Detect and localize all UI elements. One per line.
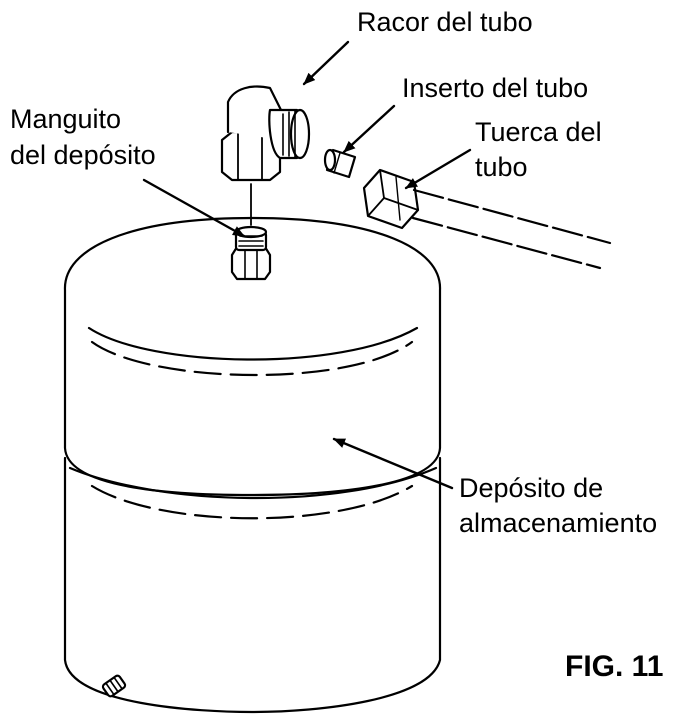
tank-sleeve-arrow	[142, 178, 246, 238]
tube-nut-arrow	[404, 148, 472, 190]
tube-hose	[411, 188, 612, 270]
tube-fitting-label: Racor del tubo	[357, 7, 533, 37]
tank-mid-seam-dashed	[90, 484, 414, 520]
tube-nut-label-line2: tubo	[475, 152, 528, 182]
tank-sleeve-label-line1: Manguito	[10, 104, 122, 134]
figure-number: FIG. 11	[565, 650, 664, 683]
tube-insert-label: Inserto del tubo	[402, 73, 589, 103]
tank-side-port	[101, 674, 127, 698]
tube-nut-label-line1: Tuerca del	[475, 117, 602, 147]
storage-tank-label-line2: almacenamiento	[459, 508, 658, 538]
tank-mid-seam	[68, 466, 438, 500]
leader-arrows	[142, 40, 472, 490]
tube-insert-arrow	[342, 104, 396, 154]
tank-top-rim-dashed	[90, 340, 414, 377]
tank-lower-body	[63, 456, 442, 714]
storage-tank-arrow	[332, 437, 454, 490]
tank-top-rim	[87, 326, 419, 361]
tube-fitting-arrow	[302, 40, 350, 86]
tube-fitting-elbow	[220, 85, 311, 182]
tube-nut	[362, 168, 420, 230]
tank-sleeve-label-line2: del depósito	[10, 140, 156, 170]
storage-tank	[63, 216, 442, 714]
tube-insert	[323, 148, 357, 179]
storage-tank-label-line1: Depósito de	[459, 473, 604, 503]
tank-sleeve	[230, 225, 272, 281]
